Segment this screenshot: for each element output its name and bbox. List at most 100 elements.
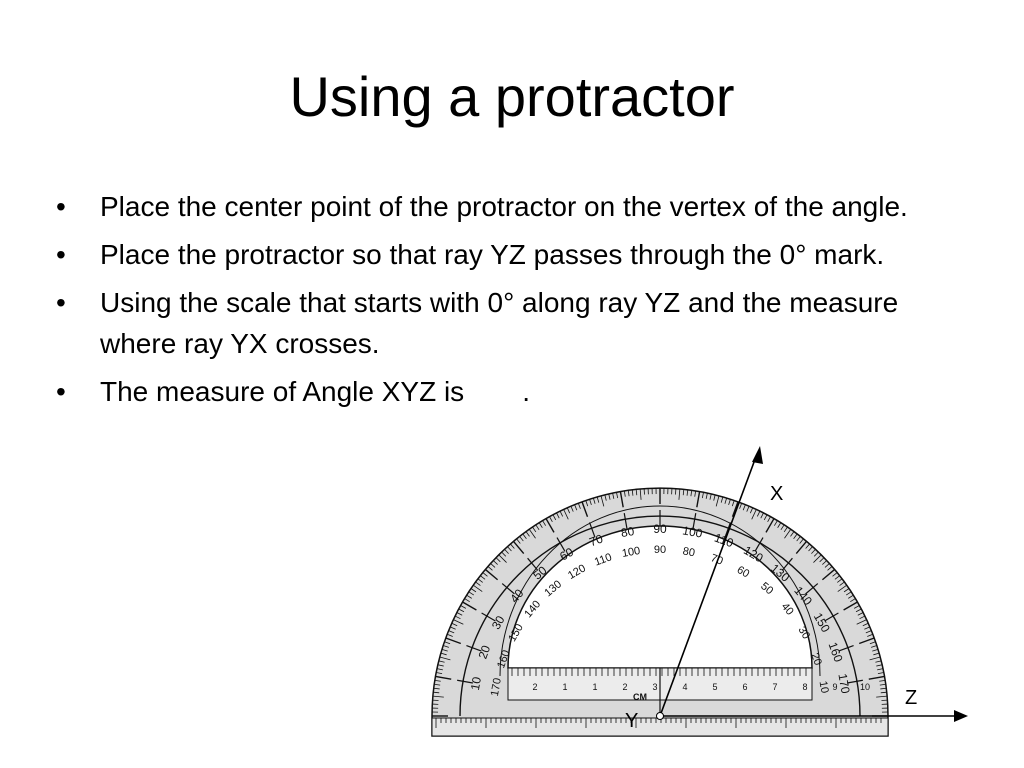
degree-tick <box>713 494 716 501</box>
degree-tick <box>512 540 525 555</box>
degree-tick <box>538 522 543 528</box>
degree-tick <box>466 594 472 599</box>
degree-tick <box>445 637 462 645</box>
degree-tick <box>482 572 488 577</box>
degree-tick <box>487 566 493 571</box>
degree-tick <box>879 683 886 686</box>
degree-tick <box>790 531 795 537</box>
degree-tick <box>639 488 642 500</box>
outer-scale-label: 70 <box>587 531 605 549</box>
degree-tick <box>460 605 467 609</box>
degree-tick <box>869 656 881 661</box>
degree-tick <box>566 507 571 514</box>
answer-blank-period: . <box>522 376 530 407</box>
degree-tick <box>868 675 885 680</box>
degree-tick <box>746 505 750 512</box>
degree-tick <box>510 543 515 549</box>
degree-tick <box>795 540 808 555</box>
degree-tick <box>773 520 778 526</box>
inner-scale-label: 80 <box>682 545 696 559</box>
degree-tick <box>440 652 447 656</box>
degree-tick <box>686 489 689 496</box>
degree-tick <box>879 679 886 682</box>
point-label-y: Y <box>625 710 638 732</box>
degree-tick <box>447 633 453 637</box>
degree-tick <box>720 496 724 503</box>
degree-tick <box>559 510 564 517</box>
degree-tick <box>850 598 856 603</box>
degree-tick <box>796 536 801 542</box>
inner-degree-tick <box>556 537 566 552</box>
bullet-text: Place the protractor so that ray YZ pass… <box>100 239 885 270</box>
inner-scale-label: 110 <box>593 551 614 568</box>
degree-tick <box>739 503 743 509</box>
degree-tick <box>855 608 862 613</box>
inner-degree-tick <box>754 537 764 552</box>
degree-tick <box>780 524 785 531</box>
degree-tick <box>837 578 843 583</box>
degree-tick <box>501 551 507 557</box>
ruler-number: 2 <box>622 682 627 692</box>
degree-tick <box>843 601 858 611</box>
inner-degree-tick <box>527 557 539 571</box>
degree-tick <box>585 500 589 507</box>
degree-tick <box>608 493 611 500</box>
degree-tick <box>876 664 883 667</box>
degree-tick <box>433 691 440 694</box>
inner-degree-tick <box>501 583 515 595</box>
degree-tick <box>813 554 822 563</box>
ruler-number: 3 <box>652 682 657 692</box>
degree-tick <box>813 551 819 557</box>
point-label-x: X <box>770 483 783 505</box>
bullet-text: Using the scale that starts with 0° alon… <box>100 287 899 359</box>
inner-degree-tick <box>457 679 473 684</box>
degree-tick <box>458 608 465 613</box>
inner-degree-tick <box>824 612 839 622</box>
degree-tick <box>731 500 735 507</box>
degree-tick <box>516 538 521 544</box>
degree-tick <box>435 675 452 680</box>
inner-scale-label: 30 <box>796 625 813 642</box>
ruler-number: 1 <box>592 682 597 692</box>
degree-tick <box>490 563 496 568</box>
ruler-number: 7 <box>772 682 777 692</box>
degree-tick <box>612 492 615 499</box>
inner-scale-label: 50 <box>758 580 775 597</box>
inner-scale-label: 70 <box>709 552 725 567</box>
inner-arc <box>499 505 821 677</box>
degree-tick <box>694 490 697 497</box>
degree-tick <box>765 518 775 533</box>
degree-tick <box>701 492 704 499</box>
inner-degree-tick <box>847 679 863 684</box>
degree-tick <box>484 568 499 581</box>
degree-tick <box>570 505 574 512</box>
degree-tick <box>434 679 441 682</box>
degree-tick <box>853 605 860 609</box>
degree-tick <box>819 557 825 563</box>
degree-tick <box>869 641 876 645</box>
ruler-number: 2 <box>532 682 537 692</box>
degree-tick <box>696 491 701 508</box>
degree-tick <box>552 514 557 521</box>
ruler-number: 5 <box>712 682 717 692</box>
inner-degree-tick <box>781 557 793 571</box>
degree-tick <box>839 581 845 586</box>
degree-tick <box>438 660 445 663</box>
degree-tick <box>581 501 589 518</box>
degree-tick <box>535 524 540 531</box>
degree-tick <box>865 630 872 634</box>
inner-scale-label: 40 <box>779 601 796 618</box>
ruler-number: 4 <box>682 682 687 692</box>
degree-tick <box>623 490 626 497</box>
degree-tick <box>451 622 458 627</box>
bullet-marker: • <box>56 287 66 318</box>
inner-degree-tick <box>588 522 596 538</box>
degree-tick <box>470 588 477 593</box>
degree-tick <box>532 526 537 533</box>
slide-title: Using a protractor <box>289 65 735 128</box>
degree-tick <box>619 491 624 508</box>
degree-tick <box>462 601 477 611</box>
degree-tick <box>631 489 634 496</box>
degree-tick <box>468 591 475 596</box>
degree-tick <box>705 492 708 499</box>
